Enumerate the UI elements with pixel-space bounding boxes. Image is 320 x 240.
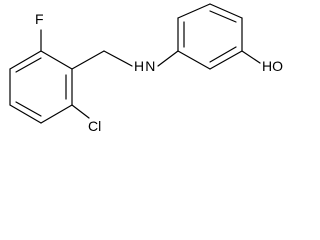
bond-c2-c3: [9, 50, 42, 70]
amine-label: H N: [134, 58, 155, 74]
bond-c5-c6: [40, 104, 73, 124]
bond-r2-r3: [177, 3, 211, 19]
structure-canvas: F Cl H N HO: [9, 3, 283, 134]
bond-ch2-nh: [103, 50, 133, 67]
hydroxyl-label: HO: [262, 58, 283, 74]
bond-r5-r6: [209, 50, 243, 70]
bond-c-oh: [241, 50, 261, 64]
double-bond-inner-3: [15, 101, 42, 117]
bond-c1-c2: [40, 50, 73, 70]
bond-c-cl: [71, 104, 90, 119]
bond-r6-r1: [177, 50, 211, 70]
bond-ring-ch2: [71, 50, 105, 70]
right-benzene-ring: [177, 3, 243, 70]
fluorine-label: F: [35, 11, 44, 27]
chlorine-label: Cl: [88, 118, 101, 134]
bond-nh-ring: [157, 50, 179, 67]
double-bond-inner-6: [209, 46, 237, 63]
left-benzene-ring: [9, 50, 73, 124]
double-bond-inner-5: [209, 10, 237, 23]
bond-r3-r4: [209, 3, 243, 19]
molecule-structure: F Cl H N HO: [9, 3, 283, 134]
double-bond-inner-2: [15, 57, 42, 73]
bond-c4-c5: [9, 104, 42, 124]
